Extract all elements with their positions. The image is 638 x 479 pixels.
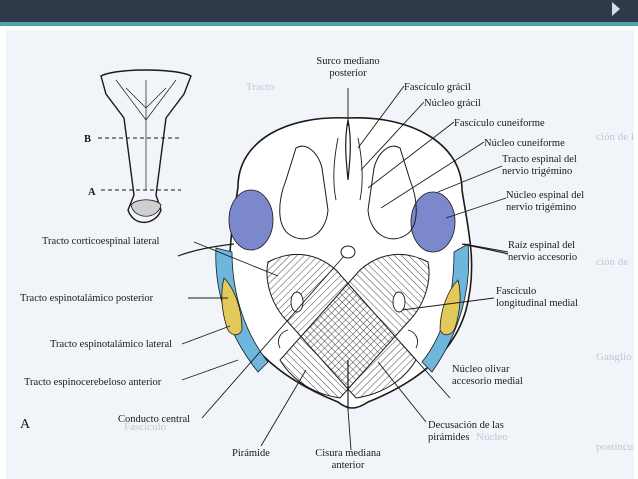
medulla-diagram: Tracto ción de las ción de Ganglio postí… xyxy=(20,56,634,471)
label-espinotalamico-posterior: Tracto espinotalámico posterior xyxy=(20,293,154,304)
label-nucleo-gracil: Núcleo grácil xyxy=(424,98,481,109)
medulla-cross-section xyxy=(177,117,509,410)
label-corticoespinal-lateral: Tracto corticoespinal lateral xyxy=(42,236,159,247)
label-fasciculo-gracil: Fascículo grácil xyxy=(404,82,471,93)
label-fasciculo-cuneiforme: Fascículo cuneiforme xyxy=(454,118,545,129)
label-conducto-central: Conducto central xyxy=(118,414,190,425)
background-ghost-text: Tracto ción de las ción de Ganglio postí… xyxy=(124,81,634,453)
label-espinocerebeloso-anterior: Tracto espinocerebeloso anterior xyxy=(24,377,162,388)
svg-text:postínculo: postínculo xyxy=(596,441,634,453)
inset-level-b-label: B xyxy=(84,134,91,145)
slide-image: Tracto ción de las ción de Ganglio postí… xyxy=(6,30,634,479)
right-trigeminal-nucleus xyxy=(410,191,456,253)
left-labels: Tracto corticoespinal lateral Tracto esp… xyxy=(20,236,190,432)
label-espinotalamico-lateral: Tracto espinotalámico lateral xyxy=(50,339,172,350)
slide-arrow-icon xyxy=(612,2,620,16)
left-trigeminal-nucleus xyxy=(228,189,274,251)
inset-level-a-label: A xyxy=(88,187,96,198)
svg-text:Núcleo: Núcleo xyxy=(476,431,508,443)
svg-text:Ganglio: Ganglio xyxy=(596,351,632,363)
figure-letter: A xyxy=(20,417,31,432)
svg-text:ción de: ción de xyxy=(596,256,628,268)
svg-text:Fascículo: Fascículo xyxy=(124,421,167,433)
title-bar-accent-line xyxy=(0,22,638,26)
svg-text:Tracto: Tracto xyxy=(246,81,275,93)
central-canal xyxy=(340,245,356,259)
label-nucleo-cuneiforme: Núcleo cuneiforme xyxy=(484,138,565,149)
spinal-cord-inset: B A xyxy=(84,69,192,224)
svg-text:ción de las: ción de las xyxy=(596,131,634,143)
slide-title-bar xyxy=(0,0,638,22)
label-piramide: Pirámide xyxy=(232,448,270,459)
leader-lines xyxy=(181,85,509,451)
